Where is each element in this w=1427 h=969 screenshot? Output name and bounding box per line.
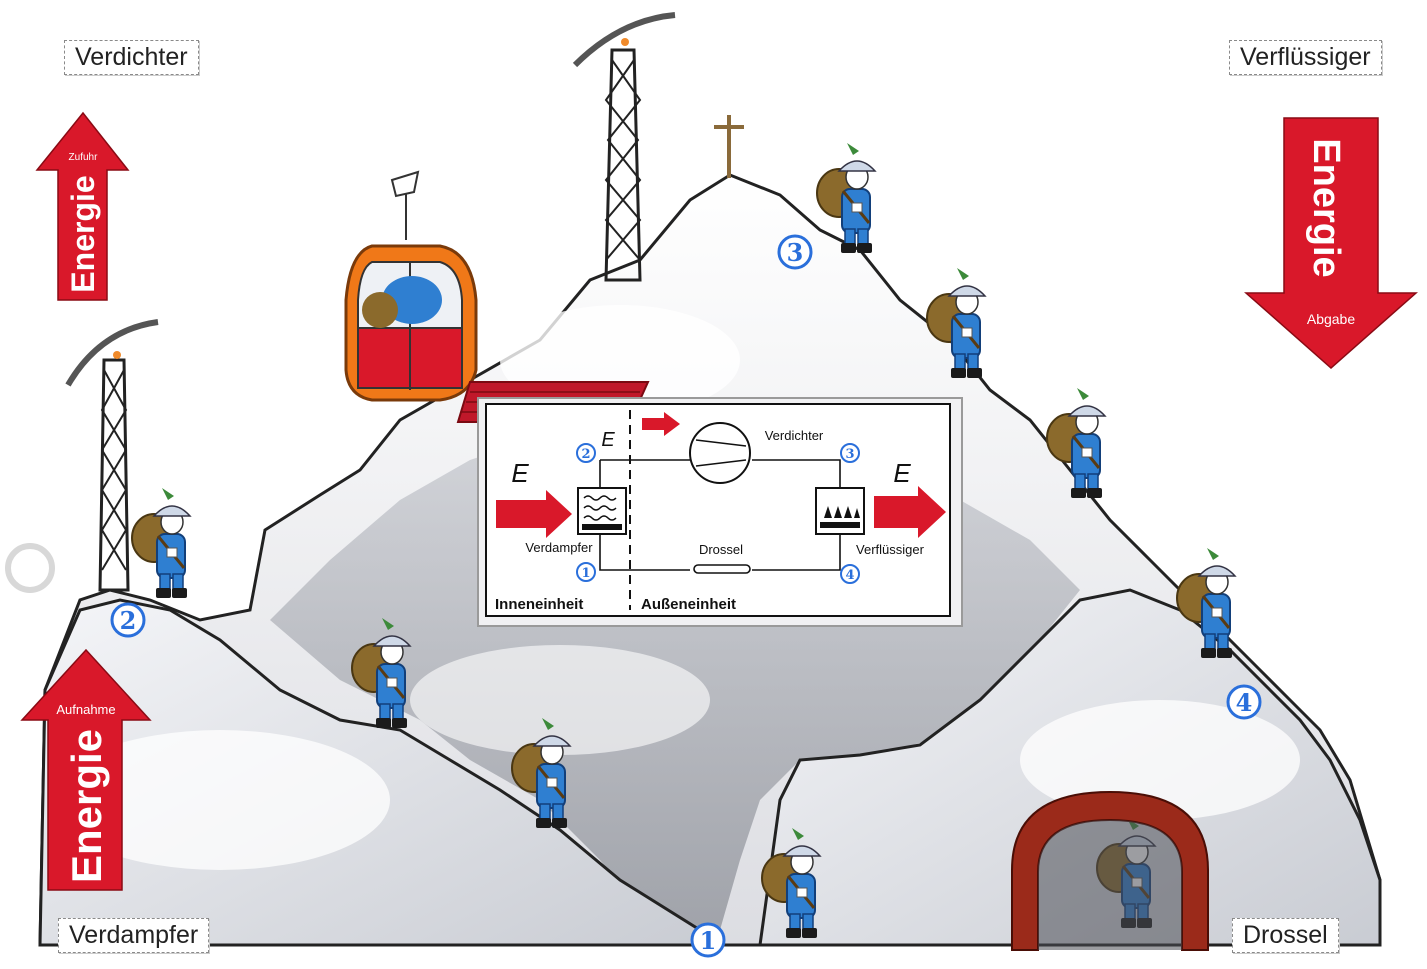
svg-text:Zufuhr: Zufuhr <box>69 152 99 163</box>
tunnel-icon <box>1012 792 1208 950</box>
label-drossel: Drossel <box>1232 918 1339 953</box>
svg-text:Verdampfer: Verdampfer <box>525 540 593 555</box>
svg-text:2: 2 <box>120 606 137 635</box>
svg-text:Außeneinheit: Außeneinheit <box>641 596 736 613</box>
summit-cross-icon <box>714 115 744 178</box>
svg-text:Drossel: Drossel <box>699 542 743 557</box>
svg-text:3: 3 <box>787 238 804 267</box>
schematic-node-3: 3 <box>841 444 859 462</box>
svg-text:4: 4 <box>1236 688 1253 717</box>
label-verdampfer: Verdampfer <box>58 918 209 953</box>
svg-text:1: 1 <box>700 926 717 955</box>
schematic-node-4: 4 <box>841 565 859 583</box>
svg-text:Verdichter: Verdichter <box>765 428 824 443</box>
svg-text:1: 1 <box>581 566 590 581</box>
label-verfluessiger: Verflüssiger <box>1229 40 1382 75</box>
route-point-2: 2 <box>112 604 144 636</box>
route-point-3: 3 <box>779 236 811 268</box>
svg-text:E: E <box>893 458 911 488</box>
gondola-icon <box>346 172 476 400</box>
throttle-icon <box>694 565 750 573</box>
svg-text:Energie: Energie <box>63 729 110 883</box>
svg-text:Energie: Energie <box>65 175 101 292</box>
energy-arrow-top-left: Zufuhr Energie <box>37 113 128 300</box>
svg-text:4: 4 <box>845 568 854 583</box>
svg-text:Aufnahme: Aufnahme <box>56 702 115 717</box>
hiker-icon <box>132 488 190 598</box>
svg-text:E: E <box>601 429 615 451</box>
energy-arrow-top-right: Energie Abgabe <box>1246 118 1416 368</box>
svg-text:Abgabe: Abgabe <box>1307 311 1355 327</box>
compressor-icon <box>690 423 750 483</box>
decorative-ring <box>8 546 52 590</box>
heat-pump-schematic: Verdichter Verdampfer Verflüssiger Dross… <box>478 398 962 626</box>
svg-text:3: 3 <box>845 447 854 462</box>
schematic-node-2: 2 <box>577 444 595 462</box>
route-point-4: 4 <box>1228 686 1260 718</box>
svg-text:E: E <box>511 458 529 488</box>
svg-text:Verflüssiger: Verflüssiger <box>856 542 925 557</box>
label-verdichter: Verdichter <box>64 40 199 75</box>
svg-text:Energie: Energie <box>1305 138 1347 277</box>
svg-text:Inneneinheit: Inneneinheit <box>495 596 583 613</box>
route-point-1: 1 <box>692 924 724 956</box>
svg-text:2: 2 <box>581 447 590 462</box>
schematic-node-1: 1 <box>577 563 595 581</box>
